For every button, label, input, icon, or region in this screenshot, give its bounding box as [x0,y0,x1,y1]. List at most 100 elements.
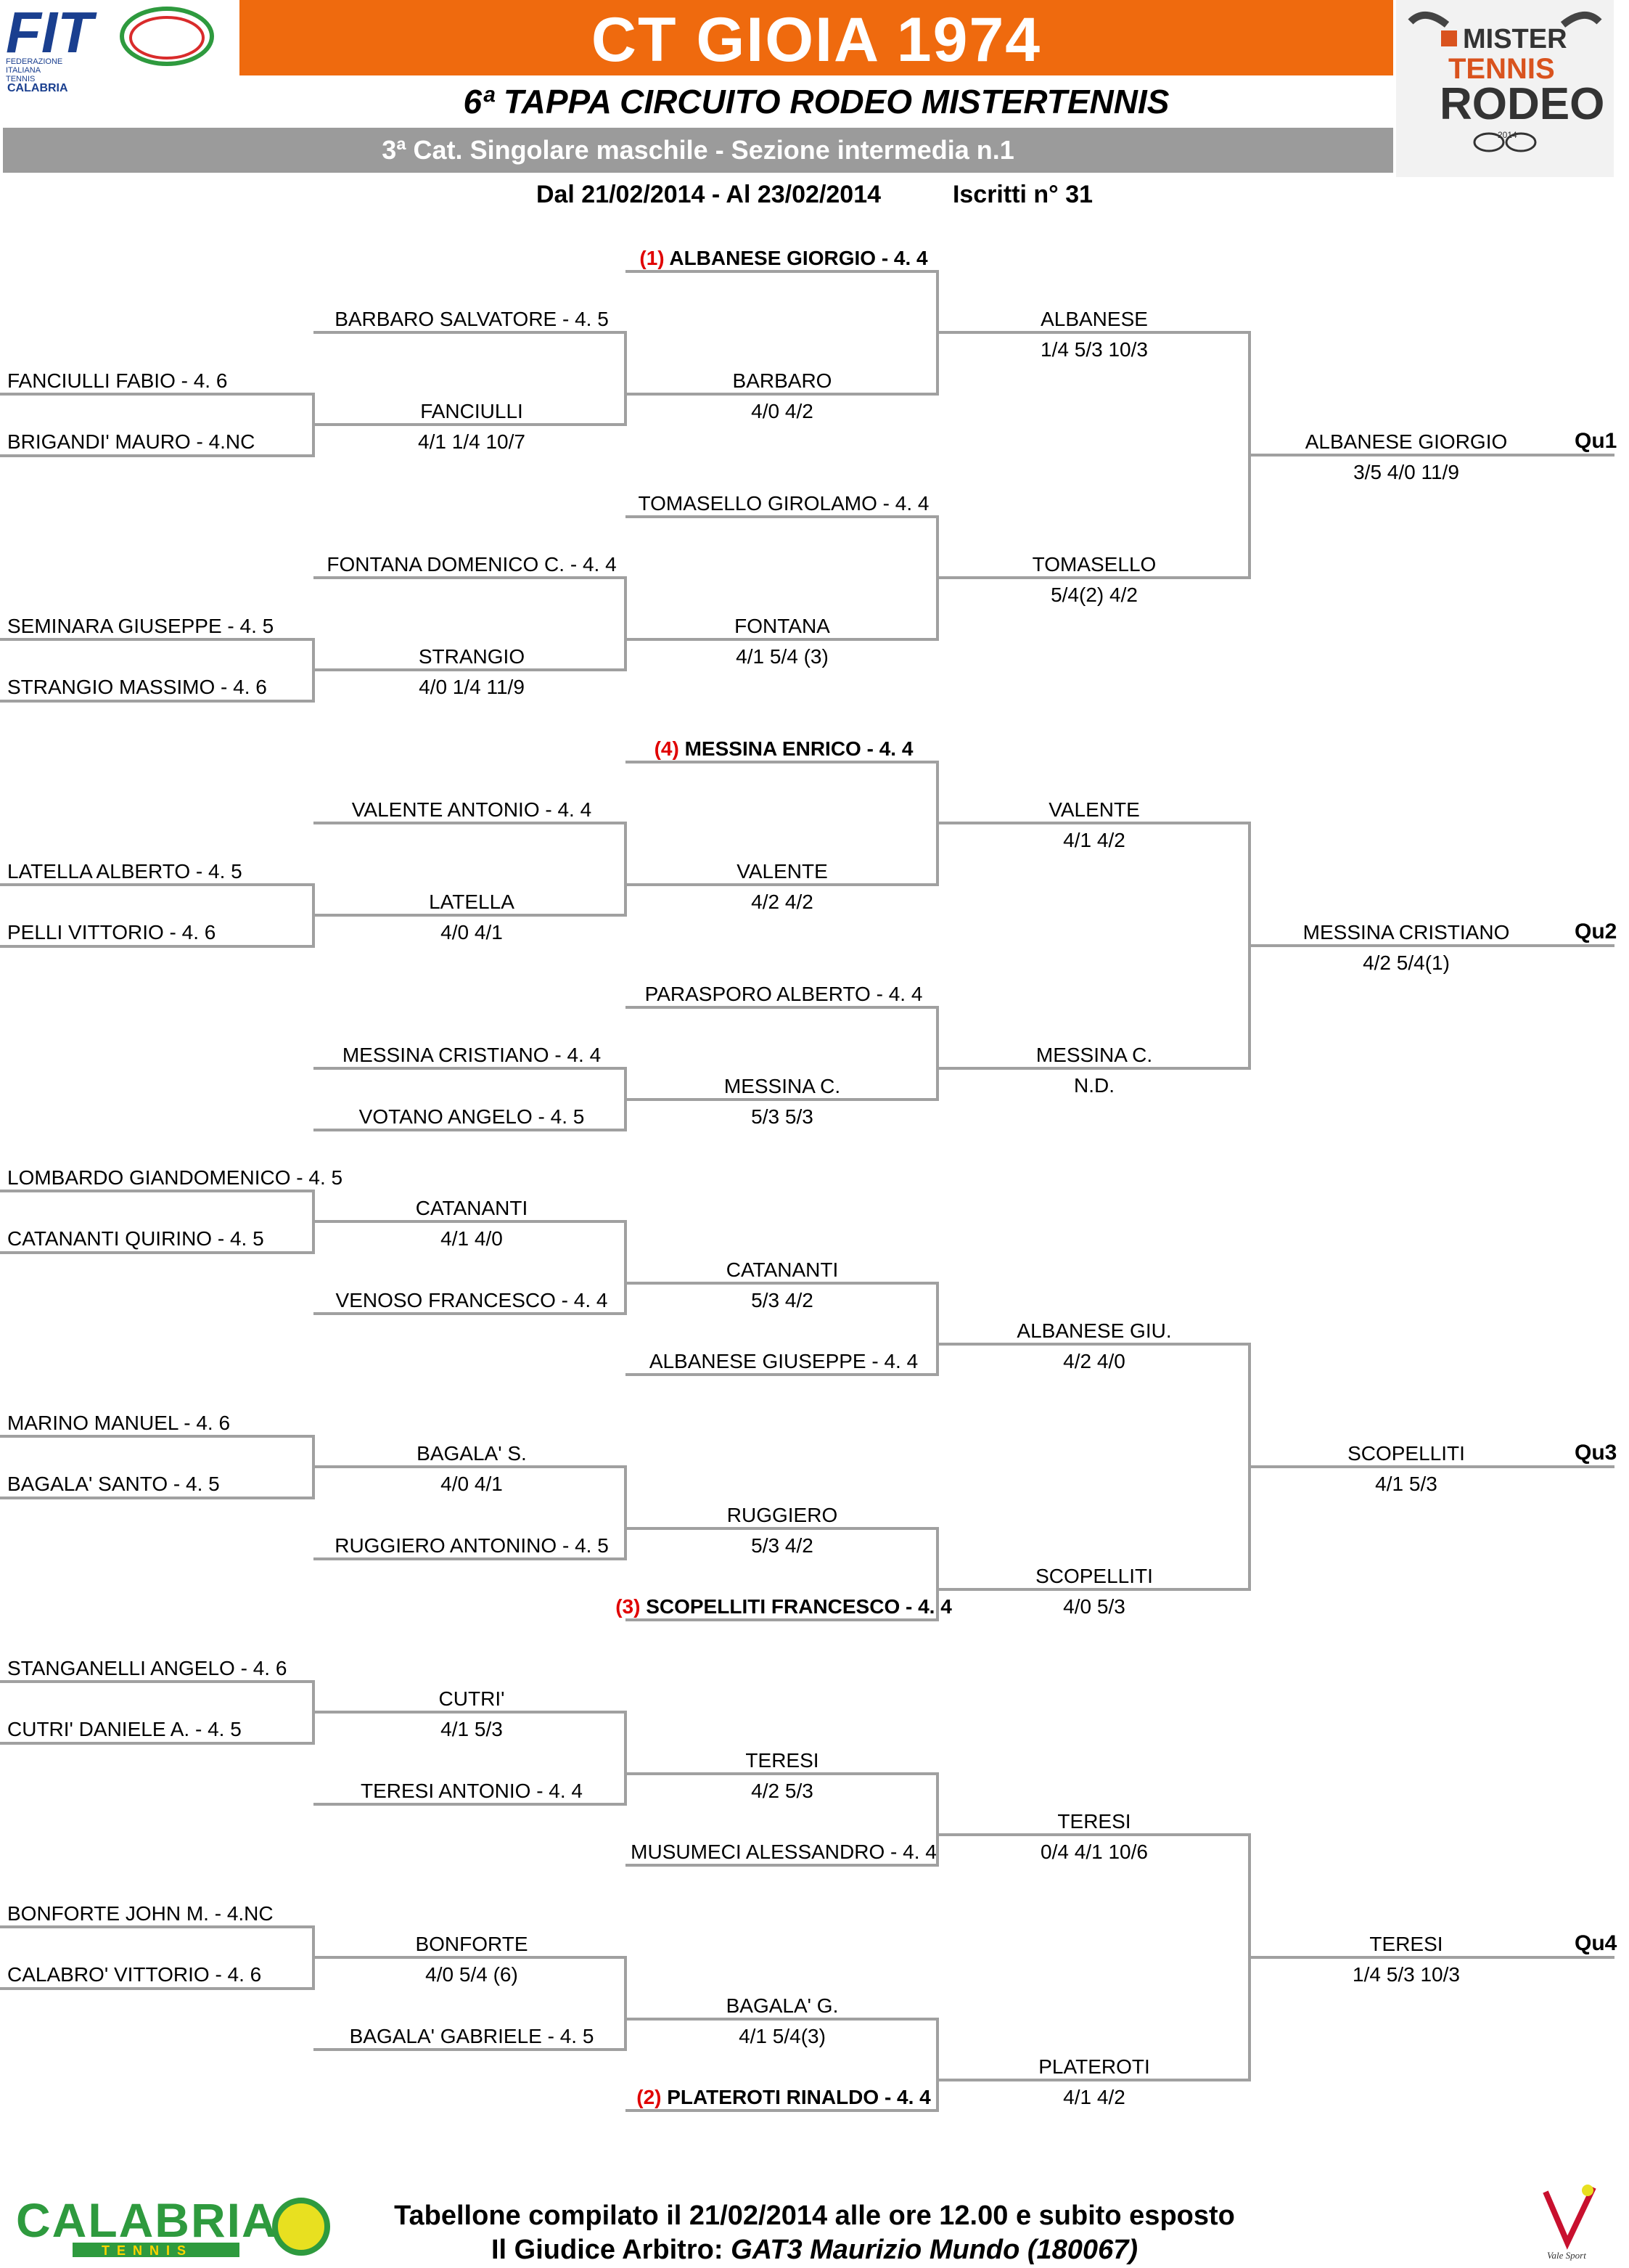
r1-entry: FANCIULLI FABIO - 4. 6 [7,369,228,392]
r2-entry: VENOSO FRANCESCO - 4. 4 [335,1289,608,1311]
r3-entry: PARASPORO ALBERTO - 4. 4 [644,983,923,1005]
r4-score: N.D. [1074,1074,1115,1097]
r1-entry: CALABRO' VITTORIO - 4. 6 [7,1963,262,1986]
bracket-line [313,1129,625,1131]
r1-entry: LATELLA ALBERTO - 4. 5 [7,860,242,883]
r4-winner: ALBANESE [1041,308,1148,330]
r4-score: 4/0 5/3 [1063,1595,1125,1618]
r3-entry-name: SCOPELLITI FRANCESCO - 4. 4 [646,1595,952,1618]
bracket-line [937,331,1250,334]
r3-score: 4/2 4/2 [751,891,813,913]
r3-entry: MUSUMECI ALESSANDRO - 4. 4 [631,1841,937,1863]
r3-entry: (1) ALBANESE GIORGIO - 4. 4 [639,246,927,271]
r3-winner: TERESI [745,1749,819,1772]
bracket-line [624,1711,627,1806]
r3-score: 4/1 5/4(3) [739,2025,826,2047]
r1-entry: CUTRI' DANIELE A. - 4. 5 [7,1718,242,1740]
r3-score: 5/3 5/3 [751,1105,813,1128]
r3-entry: (2) PLATEROTI RINALDO - 4. 4 [636,2085,931,2110]
bracket-line [1250,454,1614,457]
bracket-line [313,423,625,426]
r1-entry: STANGANELLI ANGELO - 4. 6 [7,1657,287,1679]
bracket-line [1250,944,1614,947]
bracket-line [0,638,313,641]
rodeo-logo-line2: TENNIS [1448,53,1555,85]
footer-compiled-note: Tabellone compilato il 21/02/2014 alle o… [394,2201,1235,2231]
bracket-line [313,1803,625,1806]
r2-winner: CUTRI' [438,1687,505,1710]
bracket-line [0,1742,313,1745]
bracket-line [937,1588,1250,1591]
calabria-logo-sub: TENNIS [102,2243,193,2258]
r1-entry: BONFORTE JOHN M. - 4.NC [7,1902,274,1925]
bracket-line [624,1465,627,1560]
r4-winner: TERESI [1057,1810,1131,1833]
qualifier-tag: Qu3 [1575,1441,1617,1465]
r3-entry: ALBANESE GIUSEPPE - 4. 4 [649,1350,919,1372]
bracket-line [0,1680,313,1683]
r3-winner: RUGGIERO [726,1504,838,1526]
r3-score: 4/1 5/4 (3) [736,645,829,668]
r3-entry-name: ALBANESE GIORGIO - 4. 4 [669,247,928,269]
title-bar [239,0,1393,75]
bracket-line [1250,1956,1614,1959]
fit-logo-mark: FIT [6,0,97,65]
bracket-line [625,2018,937,2021]
r2-entry: FONTANA DOMENICO C. - 4. 4 [327,553,617,576]
bracket-line [0,1251,313,1254]
fit-logo-region: CALABRIA [7,82,68,94]
r3-winner: BARBARO [732,369,832,392]
fit-logo-line2: ITALIANA [6,66,41,75]
r1-entry: BRIGANDI' MAURO - 4.NC [7,430,255,453]
r4-winner: VALENTE [1049,798,1140,821]
bracket-line [0,1497,313,1499]
qualifier-name: MESSINA CRISTIANO [1302,921,1510,943]
qualifier-score: 4/2 5/4(1) [1363,951,1450,974]
r4-score: 0/4 4/1 10/6 [1041,1841,1148,1863]
bracket-line [0,393,313,396]
seed-number: (2) [636,2086,662,2108]
rodeo-logo-year: 2014 [1498,130,1517,140]
r1-entry: SEMINARA GIUSEPPE - 4. 5 [7,615,274,637]
bracket-line [936,1282,939,1376]
qualifier-name: TERESI [1369,1933,1443,1955]
bracket-line [624,822,627,917]
bracket-line [937,2079,1250,2081]
bracket-line [0,945,313,948]
r2-score: 4/0 5/4 (6) [425,1963,518,1986]
r2-score: 4/0 4/1 [440,1473,503,1495]
r3-winner: CATANANTI [726,1258,839,1281]
bracket-line [1250,1465,1614,1468]
calabria-tennis-logo: CALABRIA TENNIS [15,2192,334,2264]
bracket-line [625,1006,937,1009]
bracket-line [625,270,937,273]
qualifier-tag: Qu2 [1575,920,1617,943]
bracket-line [936,1527,939,1621]
qualifier-score: 4/1 5/3 [1375,1473,1437,1495]
qualifier-name: ALBANESE GIORGIO [1305,430,1508,453]
bracket-line [937,1833,1250,1836]
bracket-line [625,638,937,641]
r3-score: 4/2 5/3 [751,1780,813,1802]
bracket-line [625,515,937,518]
bracket-line [936,2018,939,2112]
r2-score: 4/1 1/4 10/7 [418,430,525,453]
bracket-line [625,1864,937,1867]
bracket-line [313,668,625,671]
bracket-line [937,1343,1250,1346]
bracket-line [936,1006,939,1101]
bracket-line [625,1772,937,1775]
bracket-line [0,700,313,703]
bracket-line [0,454,313,457]
r3-winner: VALENTE [736,860,828,883]
r1-entry: LOMBARDO GIANDOMENICO - 4. 5 [7,1166,343,1189]
bracket-line [313,914,625,917]
bracket-line [625,1098,937,1101]
bracket-line [625,761,937,763]
referee-label: Il Giudice Arbitro: [491,2235,723,2265]
bracket-line [624,1956,627,2051]
r2-entry: TERESI ANTONIO - 4. 4 [360,1780,583,1802]
bracket-line [625,2109,937,2112]
bracket-line [625,1282,937,1285]
bracket-line [313,1067,625,1070]
